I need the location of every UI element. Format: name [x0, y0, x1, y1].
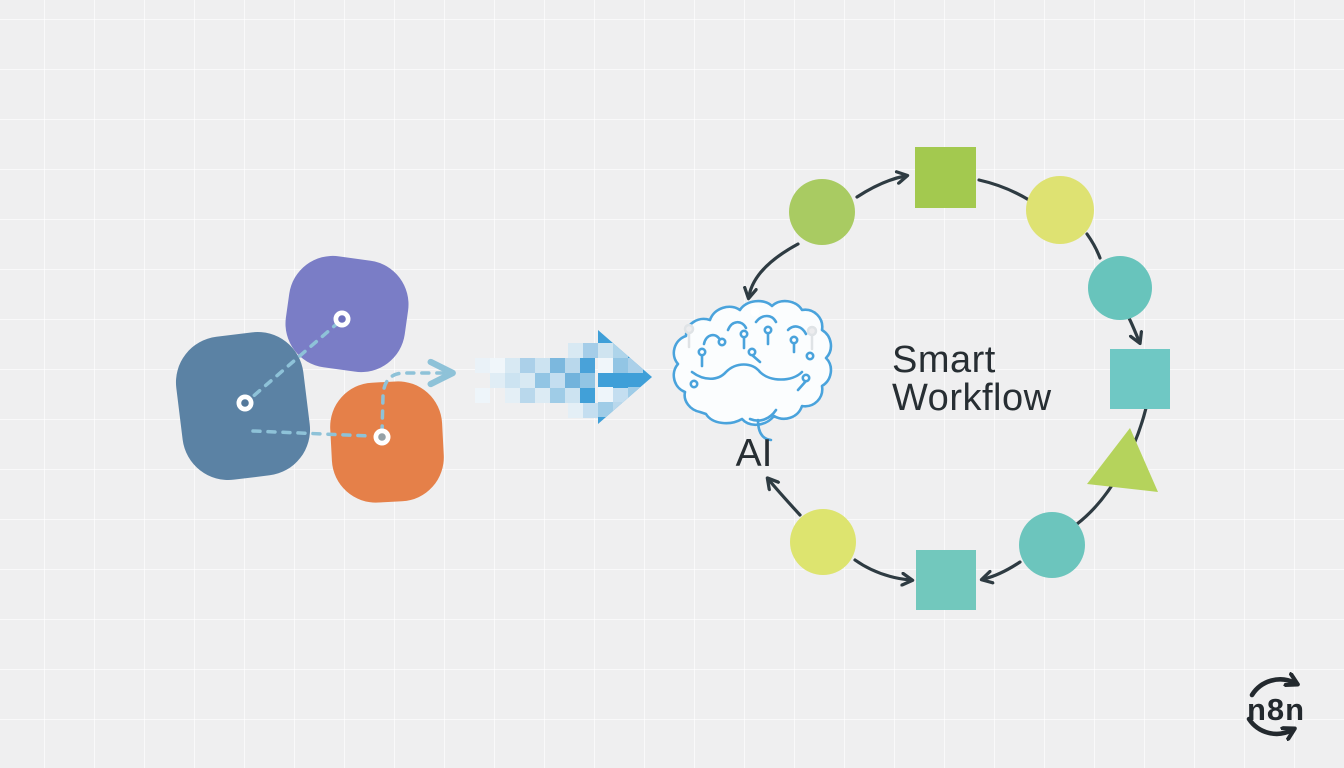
workflow-arrows: [749, 176, 1148, 580]
brain-pins: [683, 323, 818, 351]
arrow-into-bottom-square-left: [853, 558, 910, 580]
workflow-node-square: [916, 550, 976, 610]
workflow-node-circle: [1026, 176, 1094, 244]
circuit-traces: [700, 331, 808, 392]
ring-title-line2: Workflow: [892, 377, 1052, 419]
connector-slate-orange: [251, 429, 372, 438]
brain-gyrus: [726, 320, 748, 332]
pixel-cell: [613, 402, 628, 417]
pixel-cell: [505, 388, 520, 403]
pixel-cell: [535, 373, 550, 388]
brain-gyrus: [754, 314, 778, 324]
workflow-node-square: [915, 147, 976, 208]
pixel-cell: [550, 358, 565, 373]
pixel-arrow-shaft: [475, 343, 598, 418]
ring-title: Smart Workflow AI: [736, 339, 1052, 475]
arrow-circle-to-square: [855, 176, 905, 199]
workflow-node-circle: [789, 179, 855, 245]
brain-gyrus: [786, 325, 808, 336]
pixel-cell: [520, 388, 535, 403]
pixel-cell: [550, 388, 565, 403]
arrow-into-bottom-square-right: [984, 560, 1022, 579]
pixel-cell: [535, 358, 550, 373]
pixel-cell: [628, 358, 643, 373]
brain-outline: [672, 299, 833, 426]
circuit-nodes: [689, 325, 815, 389]
brain-stem: [756, 418, 773, 442]
pixel-cell: [565, 358, 580, 373]
pixel-cell: [475, 358, 490, 373]
arrow-square-to-circle: [977, 178, 1031, 202]
logo-cycle-arrows: [1246, 679, 1295, 734]
pixel-cell: [520, 373, 535, 388]
ring-title-line1: Smart: [892, 339, 996, 381]
pixel-cell: [520, 358, 535, 373]
pixel-cell: [598, 402, 613, 417]
logo-arrow-bottom: [1246, 716, 1292, 734]
brain-gyrus: [702, 333, 722, 346]
connector-purple-slate: [248, 320, 341, 401]
brain-gyrus: [748, 408, 778, 422]
pixel-cell: [613, 388, 628, 403]
pixel-cell: [580, 388, 595, 403]
brain-gyrus: [758, 370, 804, 381]
pixel-cell: [565, 388, 580, 403]
pixel-cell: [598, 358, 613, 373]
blob-cluster: [175, 255, 444, 503]
arrow-circle-to-circle: [1085, 232, 1102, 260]
pixel-cell: [490, 373, 505, 388]
pixel-cell: [550, 373, 565, 388]
dot-slate-core: [241, 399, 249, 407]
blob-anchor-dots: [236, 310, 391, 446]
ai-label: AI: [736, 432, 773, 475]
pixel-cell: [583, 343, 598, 358]
pixel-cell: [568, 343, 583, 358]
brain-gyrus: [690, 363, 762, 381]
dot-purple-core: [338, 315, 346, 323]
pin-head: [683, 323, 695, 335]
pin-head: [806, 325, 818, 337]
n8n-logo: n8n: [1246, 679, 1305, 734]
logo-wordmark: n8n: [1247, 692, 1305, 727]
dot-orange-core: [378, 433, 386, 441]
arrow-circle-to-ai: [769, 480, 802, 517]
blob-connectors: [248, 320, 456, 438]
pixel-cell: [475, 388, 490, 403]
workflow-nodes: [789, 147, 1170, 610]
brain-target-dot: [750, 307, 760, 317]
pixel-cell: [565, 373, 580, 388]
connector-exit-arrow: [380, 358, 456, 435]
pixel-cell: [580, 373, 595, 388]
pixel-cell: [598, 343, 613, 358]
pixel-cell: [583, 403, 598, 418]
pixel-cell: [535, 388, 550, 403]
arrow-into-right-square: [1127, 316, 1139, 341]
arrow-circle-to-brain: [749, 242, 800, 296]
pixel-cell: [505, 373, 520, 388]
workflow-node-circle: [1088, 256, 1152, 320]
workflow-node-square: [1110, 349, 1170, 409]
pixel-cell: [613, 343, 628, 358]
pixel-cell: [505, 358, 520, 373]
workflow-node-circle: [790, 509, 856, 575]
pixel-cell: [613, 358, 628, 373]
pixel-cell: [568, 403, 583, 418]
logo-wordmark-wrap: n8n: [1247, 692, 1305, 727]
pixel-cell: [628, 387, 643, 402]
ai-brain-icon: [672, 299, 833, 442]
workflow-node-triangle: [1087, 428, 1158, 492]
pixel-cell: [490, 358, 505, 373]
pixel-cell: [580, 358, 595, 373]
logo-arrow-top: [1249, 679, 1295, 698]
pixel-cell: [598, 387, 613, 402]
workflow-node-circle: [1019, 512, 1085, 578]
